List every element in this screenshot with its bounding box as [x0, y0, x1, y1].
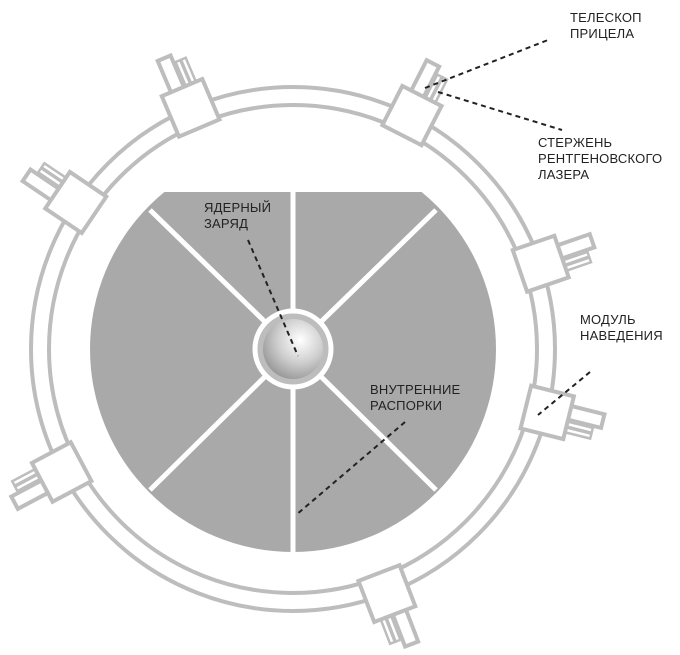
laser-module	[8, 439, 95, 512]
guidance-module-box	[42, 169, 110, 236]
label-line: ЛАЗЕРА	[538, 167, 590, 182]
label-line: ТЕЛЕСКОП	[570, 10, 642, 25]
guidance-module-box	[518, 383, 577, 442]
label-line: ЯДЕРНЫЙ	[204, 200, 272, 215]
leader-lines	[247, 39, 591, 516]
laser-module	[518, 383, 607, 442]
label-line: ВНУТРЕННИЕ	[370, 382, 461, 397]
label-line: НАВЕДЕНИЯ	[580, 328, 663, 343]
guidance-module-box	[510, 233, 572, 295]
guidance-module-box	[159, 76, 223, 140]
label-line: МОДУЛЬ	[580, 312, 636, 327]
label-line: РАСПОРКИ	[370, 398, 443, 413]
guidance-module-box	[29, 439, 95, 505]
laser-module	[355, 562, 421, 650]
label-line: ПРИЦЕЛА	[570, 26, 635, 41]
laser-module	[19, 161, 110, 236]
laser-module	[379, 57, 449, 148]
guidance-module-box	[379, 83, 445, 148]
laser-module	[510, 231, 597, 295]
label-line: ЗАРЯД	[204, 216, 249, 231]
label-line: РЕНТГЕНОВСКОГО	[538, 151, 663, 166]
label-line: СТЕРЖЕНЬ	[538, 135, 613, 150]
guidance-module-box	[355, 562, 418, 625]
laser-module	[155, 52, 223, 140]
nuclear-charge-sphere	[263, 319, 323, 379]
